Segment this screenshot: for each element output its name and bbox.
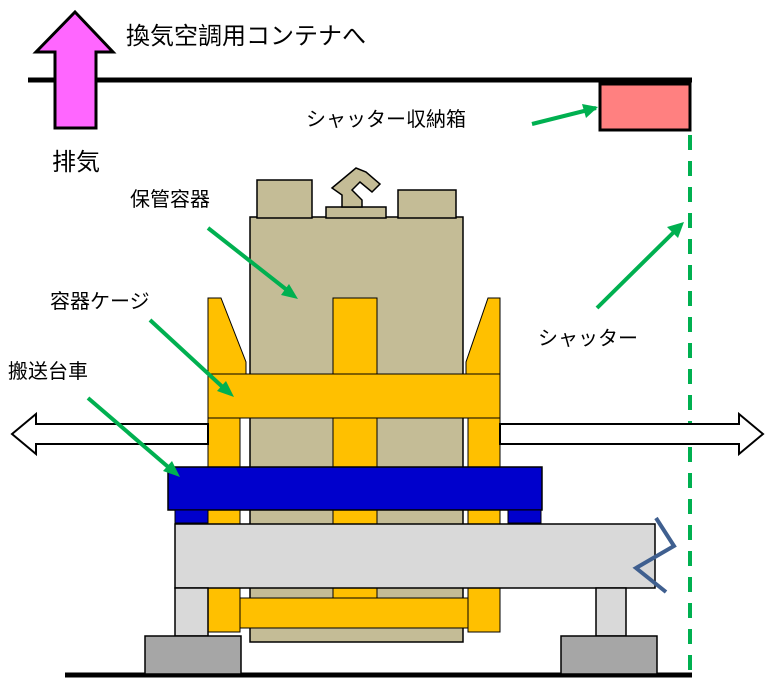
exhaust-destination-label: 換気空調用コンテナへ — [126, 22, 366, 50]
cage-post-left-top — [207, 297, 247, 379]
transport-cart-pointer-head — [163, 461, 180, 477]
rail-leg-right — [595, 587, 627, 637]
base-block-right — [560, 635, 658, 675]
rail-leg-left — [174, 587, 209, 637]
break-mark-icon — [632, 516, 677, 594]
base-block-left — [144, 635, 242, 675]
cart-plate — [167, 466, 543, 511]
cage-bottom-band — [239, 597, 469, 629]
container-cage-pointer — [148, 318, 230, 394]
container-hook — [330, 167, 382, 208]
exhaust-arrow-icon — [32, 9, 117, 130]
movement-arrow-icon — [10, 411, 209, 457]
cart-plate-foot-right — [507, 509, 542, 524]
shutter-box-label: シャッター収納箱 — [306, 107, 466, 131]
cart-rail — [174, 523, 656, 589]
storage-container-pointer-head — [281, 284, 298, 299]
exhaust-label: 排気 — [52, 148, 100, 176]
shutter-pointer-head — [667, 222, 684, 238]
transport-cart-pointer — [86, 396, 176, 474]
transport-cart-label: 搬送台車 — [8, 359, 88, 383]
container-cage-pointer-head — [217, 381, 234, 397]
movement-arrow-right-icon — [499, 411, 765, 457]
shutter-label: シャッター — [538, 326, 638, 350]
shutter-box — [598, 82, 692, 132]
cage-post-right-top — [465, 297, 501, 379]
cage-top-band — [207, 373, 501, 419]
container-hook-base — [325, 206, 387, 219]
cart-plate-foot-left — [174, 509, 209, 524]
container-top-block-right — [397, 189, 457, 219]
shutter-pointer — [595, 224, 682, 310]
shutter-box-pointer-head — [582, 104, 598, 118]
container-cage-label: 容器ケージ — [50, 289, 150, 313]
container-top-block-left — [256, 179, 313, 219]
storage-container-pointer — [206, 226, 294, 296]
storage-container-label: 保管容器 — [130, 187, 210, 211]
